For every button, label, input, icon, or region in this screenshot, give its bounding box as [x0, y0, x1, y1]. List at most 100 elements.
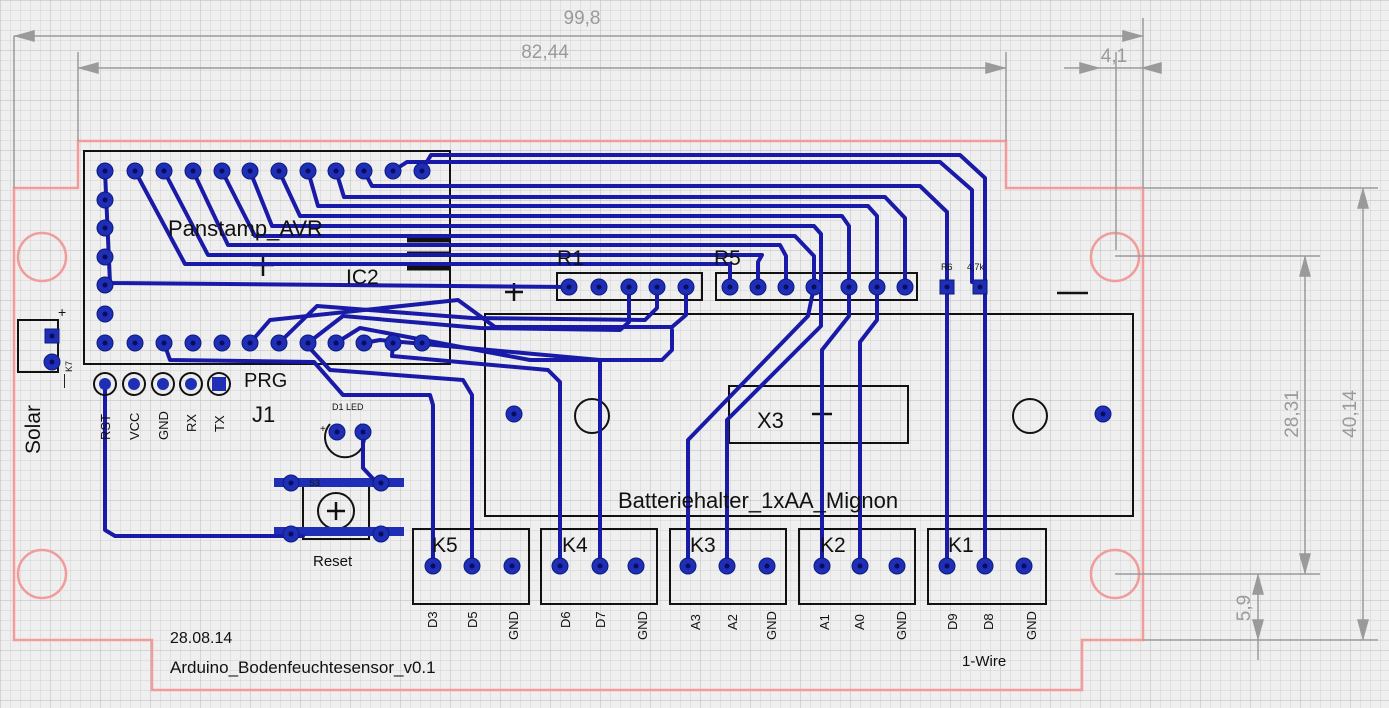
x3-outline	[728, 385, 909, 444]
r5-pin-pad-drill	[846, 284, 852, 290]
k3-pin-pad-drill	[764, 563, 770, 569]
r1-pin-pad-drill	[654, 284, 660, 290]
r6-value-label: 4,7k	[967, 262, 985, 272]
project-label: Arduino_Bodenfeuchtesensor_v0.1	[170, 658, 436, 677]
module-pin-pad-drill	[361, 340, 367, 346]
r5-pin-pad-drill	[874, 284, 880, 290]
module-pin-pad-drill	[102, 340, 108, 346]
module-pin-pad-drill	[305, 168, 311, 174]
led-plus-label: +	[320, 424, 326, 435]
solar-plus-label: +	[58, 304, 66, 320]
connector-pin-label: GND	[635, 611, 650, 640]
module-pin-pad-drill	[305, 340, 311, 346]
k1-pin-pad-drill	[1021, 563, 1027, 569]
header-pin-pad	[151, 372, 175, 396]
connector-pin-label: GND	[894, 611, 909, 640]
battery-label: Batteriehalter_1xAA_Mignon	[618, 488, 898, 513]
k4-pin-pad-drill	[557, 563, 563, 569]
module-pin-pad-drill	[390, 340, 396, 346]
k5-pin-pad-drill	[430, 563, 436, 569]
led-label: D1 LED	[332, 402, 364, 412]
solar-pin-pad-drill	[49, 333, 55, 339]
s3-label: S3	[309, 478, 320, 488]
mounting-hole	[16, 548, 68, 600]
connector-pin-label: D6	[558, 611, 573, 628]
header-pin-pad	[207, 372, 231, 396]
module-pin-pad-drill	[219, 340, 225, 346]
k2-name: K2	[820, 534, 846, 557]
led-pin-pad-drill	[334, 429, 340, 435]
header-pin-label: RST	[98, 414, 113, 440]
battery-pad-drill	[511, 411, 517, 417]
module-pin-pad-drill	[333, 340, 339, 346]
module-pin-pad-drill	[333, 168, 339, 174]
r5-pin-pad-drill	[783, 284, 789, 290]
k1-pin-pad-drill	[944, 563, 950, 569]
r6-label: R6	[941, 262, 953, 272]
k5-name: K5	[432, 534, 458, 557]
connector-pin-label: D8	[981, 613, 996, 630]
header-pin-label: TX	[212, 415, 227, 432]
s3-pin-pad-drill	[288, 531, 294, 537]
solar-pin-pad-drill	[49, 359, 55, 365]
j1-header	[93, 372, 231, 396]
header-pin-label: GND	[156, 411, 171, 440]
copper-traces	[103, 153, 987, 568]
connector-pin-label: A0	[852, 614, 867, 630]
module-label: Panstamp_AVR	[168, 216, 323, 241]
one-wire-label: 1-Wire	[962, 653, 1006, 670]
x3-label: X3	[757, 408, 784, 433]
mounting-hole	[16, 231, 68, 283]
connector-labels: K5 K4 K3 K2 K1 D3 D5 GND D6 D7 GND A3 A2…	[425, 534, 1039, 640]
k2-pin-pad-drill	[894, 563, 900, 569]
k2-pin-pad-drill	[819, 563, 825, 569]
date-label: 28.08.14	[170, 630, 232, 647]
module-pin-pad-drill	[102, 254, 108, 260]
k2-pin-pad-drill	[857, 563, 863, 569]
r6-pin-pad-drill	[944, 284, 950, 290]
r5-pin-pad-drill	[755, 284, 761, 290]
r1-pin-pad-drill	[596, 284, 602, 290]
battery-circle-right	[1012, 398, 1048, 434]
copper-pads	[43, 162, 1112, 575]
solar-connector-outline	[17, 319, 59, 373]
connector-pin-label: GND	[506, 611, 521, 640]
r6-pin-pad-drill	[977, 284, 983, 290]
s3-tabs	[274, 478, 404, 536]
dimension-right-offset: 4,1	[1101, 46, 1127, 67]
connector-pin-label: GND	[764, 611, 779, 640]
module-pin-pad-drill	[219, 168, 225, 174]
module-pin-pad-drill	[190, 340, 196, 346]
module-pin-pad-drill	[190, 168, 196, 174]
k7-label: K7	[64, 361, 74, 372]
k4-pin-pad-drill	[633, 563, 639, 569]
k1-pin-pad-drill	[982, 563, 988, 569]
solar-label: Solar	[22, 405, 45, 454]
solar-minus-label: —	[55, 374, 71, 388]
dimension-total-width: 99,8	[564, 8, 601, 29]
led-pin-pad-drill	[360, 429, 366, 435]
s3-pin-pad-drill	[288, 480, 294, 486]
connector-pin-label: D5	[465, 611, 480, 628]
dimension-inner-width: 82,44	[521, 42, 569, 63]
r5-pin-pad-drill	[811, 284, 817, 290]
module-pin-pad-drill	[361, 168, 367, 174]
mounting-hole	[1089, 231, 1141, 283]
battery-circle-left	[574, 398, 610, 434]
module-pin-pad-drill	[102, 197, 108, 203]
module-pin-pad-drill	[419, 168, 425, 174]
module-pin-pad-drill	[161, 168, 167, 174]
header-pin-labels: RST VCC GND RX TX	[98, 411, 227, 440]
module-pin-pad-drill	[102, 168, 108, 174]
module-pin-pad-drill	[102, 225, 108, 231]
connector-pin-label: A1	[817, 614, 832, 630]
module-pin-pad-drill	[132, 168, 138, 174]
r5-pin-pad-drill	[902, 284, 908, 290]
dimension-labels: 99,8 82,44 4,1 40,14 28,31 5,9	[521, 8, 1361, 621]
k5-pin-pad-drill	[509, 563, 515, 569]
reset-label: Reset	[313, 553, 353, 570]
module-pin-pad-drill	[390, 168, 396, 174]
r1-label: R1	[557, 247, 584, 270]
